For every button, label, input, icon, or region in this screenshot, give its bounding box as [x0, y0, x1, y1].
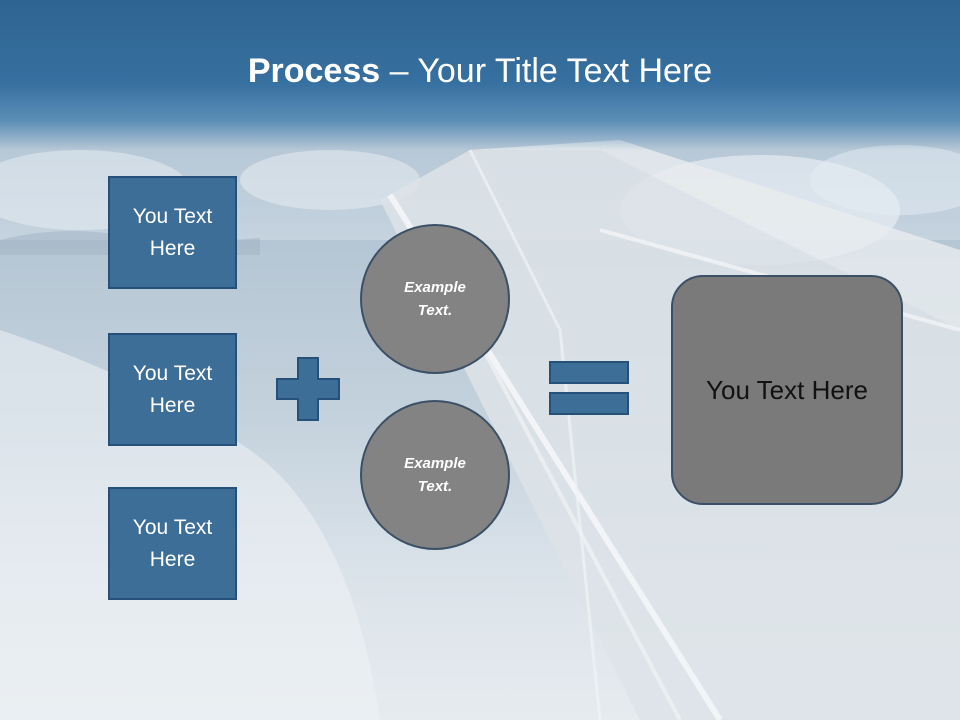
plus-icon[interactable]	[276, 357, 340, 421]
result-box-label: You Text Here	[706, 374, 868, 405]
header-bar	[0, 0, 960, 150]
equals-icon[interactable]	[549, 361, 629, 415]
text-box-3-label: You Text Here	[132, 515, 213, 571]
text-box-1[interactable]: You Text Here	[108, 176, 237, 289]
text-box-3[interactable]: You Text Here	[108, 487, 237, 600]
result-box[interactable]: You Text Here	[671, 275, 903, 505]
example-circle-1-label: Example Text.	[404, 279, 466, 319]
title-rest: – Your Title Text Here	[380, 52, 713, 90]
title-bold: Process	[247, 52, 381, 90]
slide-title[interactable]: Process – Your Title Text Here	[0, 52, 960, 91]
text-box-2[interactable]: You Text Here	[108, 333, 237, 446]
text-box-2-label: You Text Here	[132, 361, 213, 417]
example-circle-1[interactable]: Example Text.	[360, 224, 510, 374]
text-box-1-label: You Text Here	[132, 204, 213, 260]
example-circle-2-label: Example Text.	[404, 455, 466, 495]
example-circle-2[interactable]: Example Text.	[360, 400, 510, 550]
